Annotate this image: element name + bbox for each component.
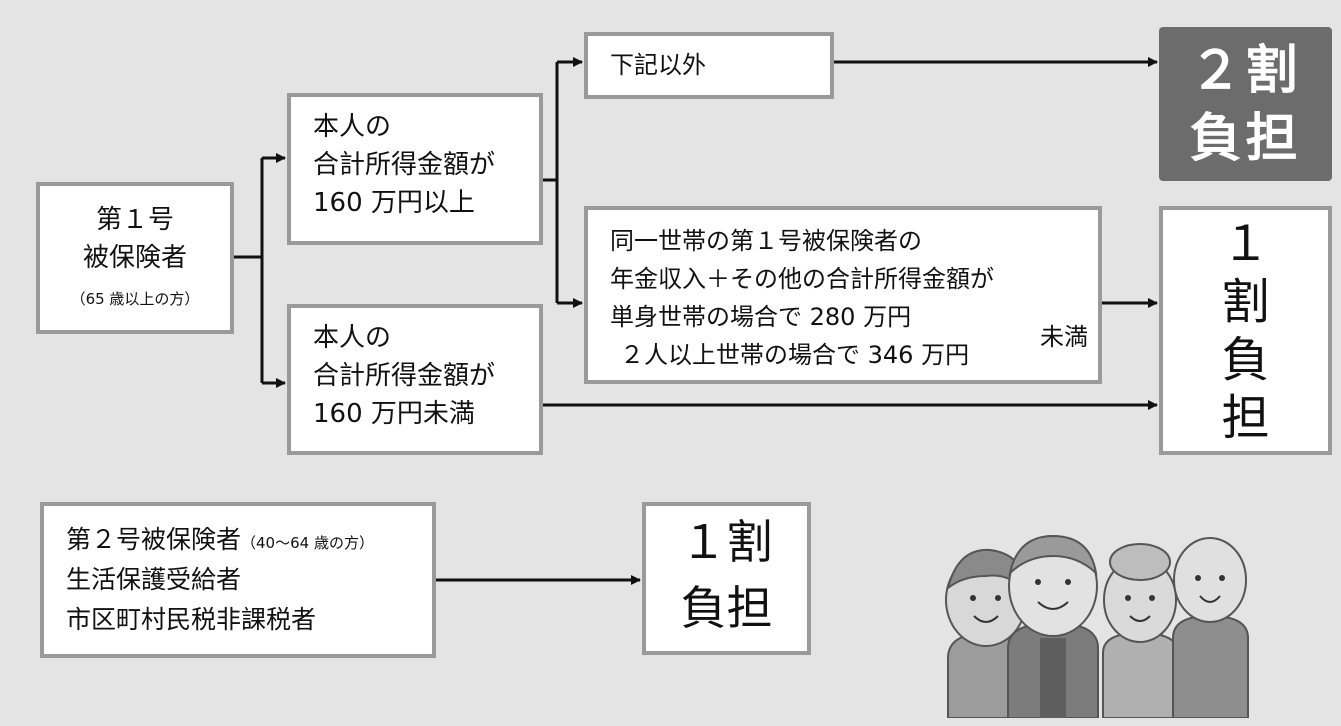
person3-eye-l xyxy=(1125,595,1131,601)
second-group-line1: 第２号被保険者（40～64 歳の方） xyxy=(66,524,374,555)
ratio-one-b-line1: １割 xyxy=(680,515,773,569)
person4-body xyxy=(1172,614,1249,718)
person1-eye-r xyxy=(995,595,1001,601)
income-high-box: 本人の 合計所得金額が 160 万円以上 xyxy=(287,93,543,245)
household-line3: 単身世帯の場合で 280 万円 xyxy=(610,303,912,331)
ratio-one-box-upper: １ 割 負 担 xyxy=(1159,206,1332,455)
income-low-box: 本人の 合計所得金額が 160 万円未満 xyxy=(287,304,543,455)
person3-body xyxy=(1102,631,1179,718)
second-group-line3: 市区町村民税非課税者 xyxy=(66,605,317,634)
person3-eye-r xyxy=(1149,595,1155,601)
person1-eye-l xyxy=(970,595,976,601)
household-condition-box: 同一世帯の第１号被保険者の 年金収入＋その他の合計所得金額が 単身世帯の場合で … xyxy=(584,206,1102,384)
ratio-one-b-line2: 負担 xyxy=(680,581,773,635)
income-high-line1: 本人の xyxy=(313,112,392,142)
person2-cap xyxy=(1008,534,1098,576)
income-low-line3: 160 万円未満 xyxy=(313,399,475,429)
household-line4: ２人以上世帯の場合で 346 万円 xyxy=(620,341,970,369)
second-group-box: 第２号被保険者（40～64 歳の方） 生活保護受給者 市区町村民税非課税者 xyxy=(40,502,436,658)
ratio-two-line1: ２割 xyxy=(1189,41,1302,101)
insured1-line2: 被保険者 xyxy=(82,243,187,273)
income-high-line3: 160 万円以上 xyxy=(313,188,475,218)
ratio-one-char-2: 割 xyxy=(1221,274,1270,330)
second-group-line1-note: （40～64 歳の方） xyxy=(241,534,374,552)
person4-eye-l xyxy=(1195,575,1201,581)
second-group-line1-main: 第２号被保険者 xyxy=(66,525,242,554)
other-case-box: 下記以外 xyxy=(584,32,834,99)
insured1-note: （65 歳以上の方） xyxy=(70,290,200,308)
person2-scarf xyxy=(1040,638,1066,718)
other-case-label: 下記以外 xyxy=(610,51,706,79)
ratio-one-char-4: 担 xyxy=(1221,390,1270,446)
ratio-two-box: ２割 負担 xyxy=(1159,27,1332,181)
person4-smile xyxy=(1199,595,1221,603)
insured1-line1: 第１号 xyxy=(95,205,174,235)
income-high-line2: 合計所得金額が xyxy=(313,150,496,180)
person4-head xyxy=(1173,537,1247,623)
income-low-line2: 合計所得金額が xyxy=(313,361,496,391)
elderly-people-illustration xyxy=(945,534,1249,718)
household-line2: 年金収入＋その他の合計所得金額が xyxy=(610,265,994,293)
person4-eye-r xyxy=(1219,575,1225,581)
person3-hair-bun xyxy=(1109,543,1171,581)
income-low-line1: 本人の xyxy=(313,323,392,353)
person2-eye-l xyxy=(1035,579,1041,585)
person2-smile xyxy=(1037,601,1069,610)
household-line1: 同一世帯の第１号被保険者の xyxy=(610,227,922,255)
person1-smile xyxy=(973,615,999,623)
ratio-one-box-lower: １割 負担 xyxy=(642,502,811,655)
insured1-box: 第１号 被保険者 （65 歳以上の方） xyxy=(36,182,234,334)
person3-smile xyxy=(1129,615,1151,622)
second-group-line2: 生活保護受給者 xyxy=(66,565,242,594)
person2-eye-r xyxy=(1065,579,1071,585)
household-brace-label: 未満 xyxy=(1040,323,1088,351)
ratio-two-line2: 負担 xyxy=(1189,109,1302,169)
ratio-one-char-1: １ xyxy=(1221,216,1270,272)
ratio-one-char-3: 負 xyxy=(1221,332,1270,388)
